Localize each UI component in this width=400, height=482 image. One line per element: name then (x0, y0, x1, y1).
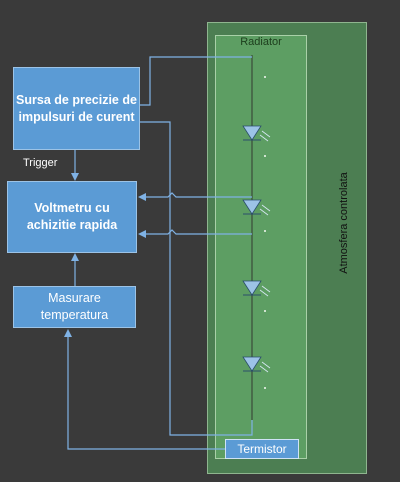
voltmeter-block: Voltmetru cu achizitie rapida (7, 181, 137, 253)
terminal-marks (264, 76, 266, 389)
arrow-head-probe-top (138, 193, 146, 201)
arrow-head-temperature (71, 253, 79, 261)
temperature-measurement-block: Masurare temperatura (13, 286, 136, 328)
arrow-head-trigger (71, 173, 79, 181)
source-to-chain-wire (140, 56, 252, 106)
trigger-label: Trigger (23, 157, 58, 169)
voltmeter-probe-bottom-wire (140, 229, 252, 235)
led-4 (242, 356, 271, 373)
radiator-label: Radiator (240, 36, 282, 48)
voltmeter-probe-top-wire (140, 192, 252, 198)
led-2 (242, 199, 271, 216)
thermistor-block: Termistor (225, 439, 299, 459)
radiator-box (215, 35, 307, 459)
arrow-head-probe-bottom (138, 230, 146, 238)
thermistor-wire (67, 334, 225, 450)
arrow-head-thermistor (64, 329, 72, 337)
led-3 (242, 280, 271, 297)
led-1 (242, 125, 271, 142)
chain-return-wire (140, 121, 253, 436)
current-pulse-source-block: Sursa de precizie de impulsuri de curent (13, 67, 140, 150)
